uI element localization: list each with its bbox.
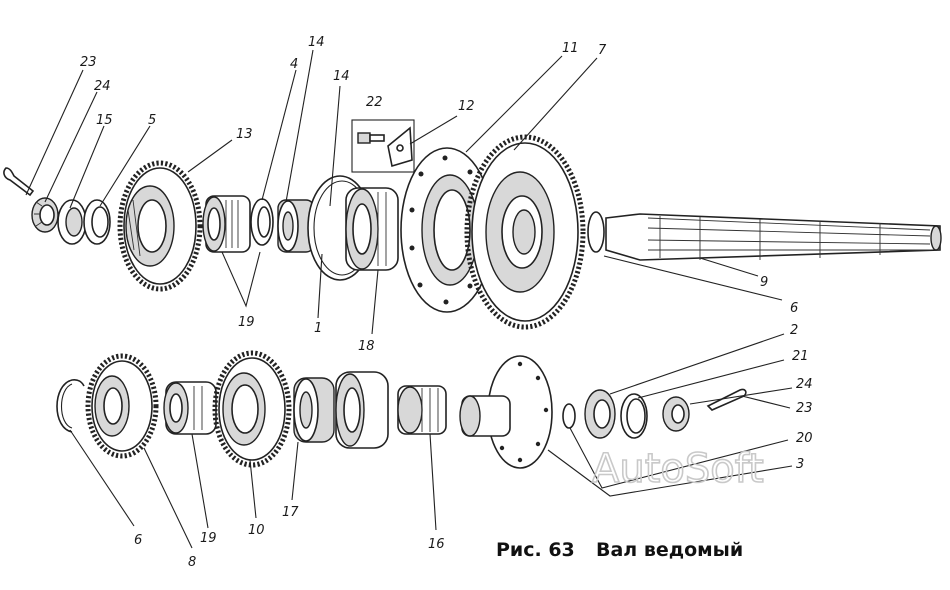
bearing-14-a bbox=[277, 199, 315, 253]
bearing-2 bbox=[584, 389, 616, 439]
label-5: 5 bbox=[148, 113, 156, 128]
label-23-upper: 23 bbox=[80, 55, 97, 70]
ring-20 bbox=[562, 403, 576, 429]
ring-21 bbox=[620, 393, 648, 439]
label-22: 22 bbox=[366, 95, 383, 110]
gear-8 bbox=[85, 353, 159, 459]
cotter-pin-23-upper bbox=[3, 167, 35, 197]
bearing-17 bbox=[293, 377, 335, 443]
ring-6-upper bbox=[587, 211, 605, 253]
gear-10 bbox=[212, 350, 292, 468]
ring-5 bbox=[83, 199, 111, 245]
label-23-lower: 23 bbox=[796, 401, 813, 416]
label-24-upper: 24 bbox=[94, 79, 111, 94]
watermark: AutoSoft bbox=[592, 446, 764, 492]
washer-15 bbox=[57, 199, 87, 245]
label-21: 21 bbox=[792, 349, 809, 364]
leader-lines bbox=[25, 49, 793, 549]
label-11: 11 bbox=[562, 41, 579, 56]
label-17: 17 bbox=[282, 505, 299, 520]
label-6-lower: 6 bbox=[134, 533, 142, 548]
flange-3 bbox=[459, 355, 553, 469]
gear-13 bbox=[117, 160, 203, 292]
label-3: 3 bbox=[796, 457, 804, 472]
castle-nut-24-lower bbox=[662, 396, 690, 432]
label-6-upper: 6 bbox=[790, 301, 798, 316]
label-15: 15 bbox=[96, 113, 113, 128]
castle-nut-24-upper bbox=[31, 197, 59, 233]
label-20: 20 bbox=[796, 431, 813, 446]
synchro-sleeve bbox=[335, 371, 389, 449]
label-1: 1 bbox=[314, 321, 322, 336]
bolt-lock-plate-inset bbox=[351, 119, 415, 173]
figure-title: Вал ведомый bbox=[596, 539, 743, 561]
ring-4 bbox=[250, 198, 274, 246]
label-9: 9 bbox=[760, 275, 768, 290]
label-19-lower: 19 bbox=[200, 531, 217, 546]
label-14-b: 14 bbox=[333, 69, 350, 84]
label-2: 2 bbox=[790, 323, 798, 338]
large-gear-7 bbox=[464, 134, 586, 330]
label-14-a: 14 bbox=[308, 35, 325, 50]
label-13: 13 bbox=[236, 127, 253, 142]
snap-ring-6-lower bbox=[56, 379, 85, 433]
needle-bearing-19-lower bbox=[163, 381, 217, 435]
needle-bearing-19-upper bbox=[202, 195, 251, 253]
label-24-lower: 24 bbox=[796, 377, 813, 392]
label-7: 7 bbox=[598, 43, 607, 58]
label-8: 8 bbox=[188, 555, 196, 570]
label-18: 18 bbox=[358, 339, 375, 354]
label-12: 12 bbox=[458, 99, 475, 114]
bearing-18 bbox=[345, 187, 399, 271]
splined-hub-16 bbox=[397, 385, 447, 435]
label-19-upper: 19 bbox=[238, 315, 255, 330]
part-labels: 23 24 15 5 13 4 14 14 22 12 11 7 9 6 19 … bbox=[80, 35, 813, 570]
splined-shaft-9 bbox=[605, 213, 942, 261]
label-10: 10 bbox=[248, 523, 265, 538]
label-16: 16 bbox=[428, 537, 445, 552]
label-4: 4 bbox=[290, 57, 298, 72]
figure-number: Рис. 63 bbox=[496, 539, 575, 561]
